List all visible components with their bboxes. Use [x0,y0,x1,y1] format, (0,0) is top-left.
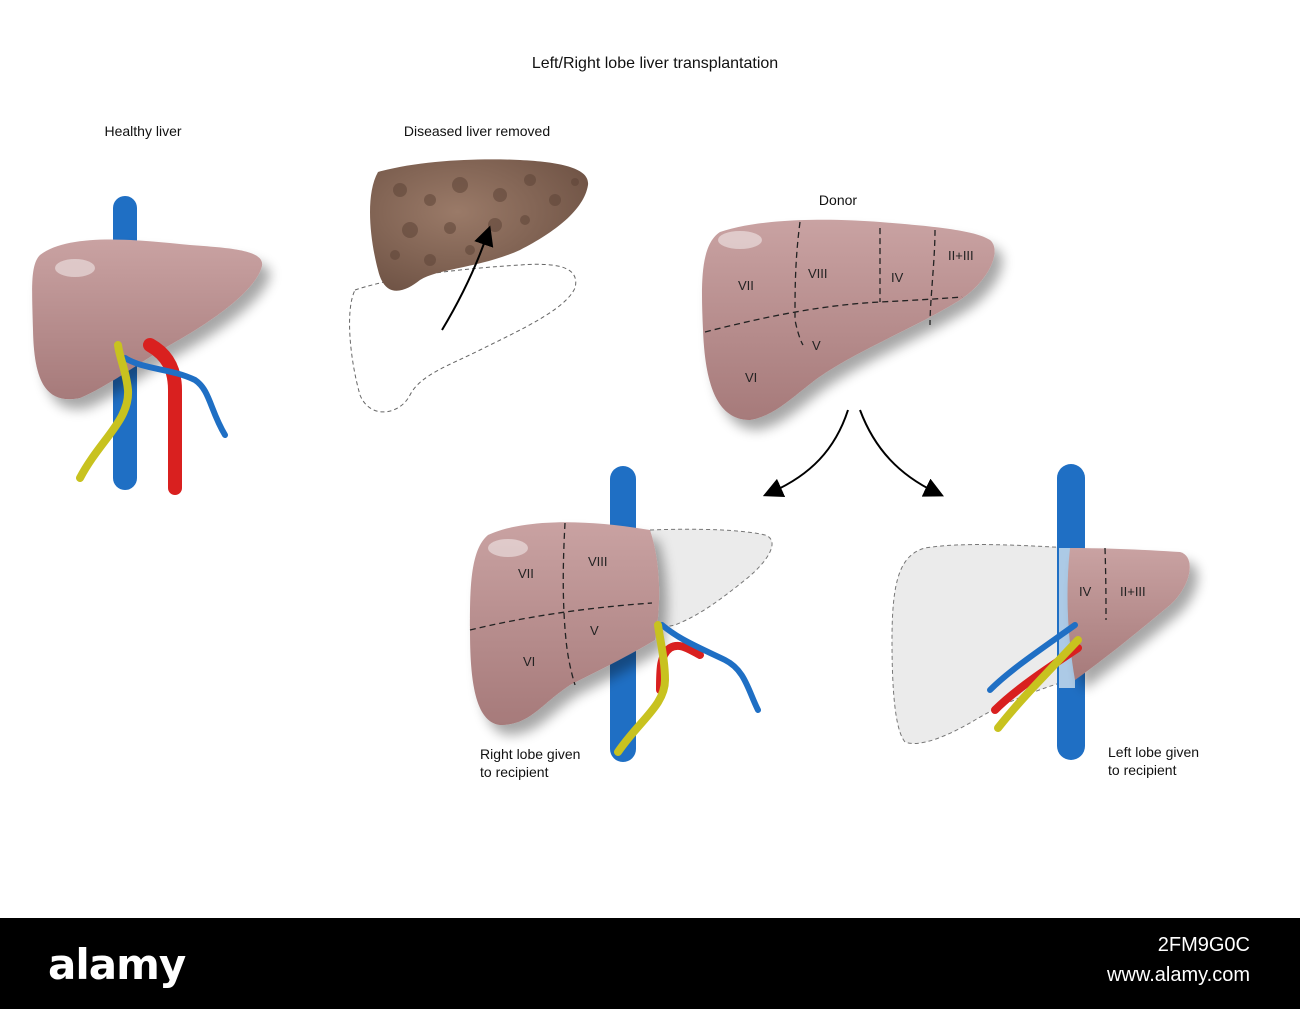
healthy-liver-highlight [55,259,95,277]
donor-seg-v: V [812,338,821,353]
right-lobe-highlight [488,539,528,557]
healthy-bile-duct [76,341,133,482]
image-id: 2FM9G0C [1157,934,1250,956]
left-seg-iv: IV [1079,584,1092,599]
donor-liver-group: Donor VII VIII IV II+III V VI [701,192,995,420]
donor-seg-vii: VII [738,278,754,293]
watermark-footer: alamy 2FM9G0C www.alamy.com [0,918,1300,1009]
diseased-nodules [390,174,579,266]
left-lobe-liver-shape [1067,548,1190,680]
diseased-liver-shape [370,159,589,291]
page-title: Left/Right lobe liver transplantation [532,55,778,72]
donor-segment-lines [704,221,963,346]
right-lobe-caption-line1: Right lobe given [480,746,580,762]
right-lobe-segment-lines [469,522,653,686]
donor-seg-vi: VI [745,370,757,385]
removed-liver-outline [349,263,577,413]
right-seg-vii: VII [518,566,534,581]
left-lobe-caption-line2: to recipient [1108,762,1177,778]
right-seg-v: V [590,623,599,638]
right-seg-vi: VI [523,654,535,669]
healthy-liver-shape [32,239,263,400]
left-lobe-caption-line1: Left lobe given [1108,744,1199,760]
left-seg-ii-iii: II+III [1120,584,1146,599]
removal-arrow [441,225,494,331]
right-lobe-caption-line2: to recipient [480,764,549,780]
healthy-liver-group: Healthy liver [32,123,263,495]
right-seg-viii: VIII [588,554,608,569]
left-lobe-portal-vein [987,622,1078,693]
donor-seg-iv: IV [891,270,904,285]
arrow-to-left-lobe [859,409,944,497]
left-lobe-bile-duct [994,636,1082,732]
diagram-canvas: Left/Right lobe liver transplantation He… [32,55,1199,780]
diseased-liver-label: Diseased liver removed [404,123,550,139]
donor-liver-highlight [718,231,762,249]
arrow-to-right-lobe [762,409,849,498]
right-lobe-bile-duct [614,621,670,756]
healthy-portal-vein [122,355,228,438]
brand-logo: alamy [48,940,186,989]
right-lobe-group: VII VIII V VI Right lobe given to recipi… [469,466,773,780]
donor-seg-ii-iii: II+III [948,248,974,263]
right-lobe-portal-vein [659,622,761,713]
left-lobe-group: IV II+III Left lobe given to recipient [891,464,1199,778]
left-lobe-segment-lines [1104,547,1107,621]
site-url: www.alamy.com [1107,964,1250,986]
healthy-liver-label: Healthy liver [104,123,181,139]
healthy-artery [143,338,182,495]
diseased-liver-group: Diseased liver removed [349,123,589,413]
donor-liver-shape [701,219,995,420]
right-lobe-artery [656,641,704,694]
right-lobe-removed-part [649,528,773,631]
donor-label: Donor [819,192,857,208]
donor-seg-viii: VIII [808,266,828,281]
